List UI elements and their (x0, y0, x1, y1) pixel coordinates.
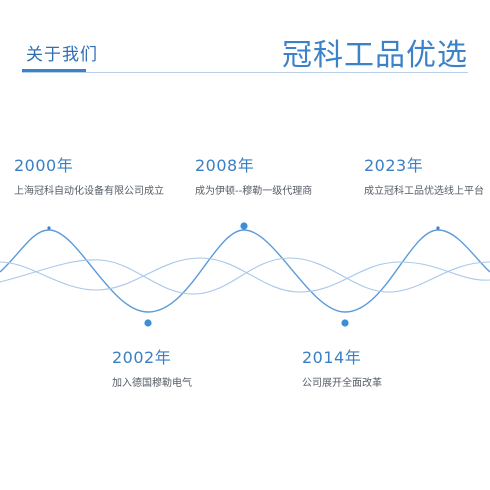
milestone-2000: 2000年 上海冠科自动化设备有限公司成立 (14, 156, 164, 197)
timeline-dot-2014 (341, 319, 349, 327)
milestone-2014: 2014年 公司展开全面改革 (302, 348, 382, 389)
milestone-desc: 上海冠科自动化设备有限公司成立 (14, 186, 164, 197)
milestone-year: 2002年 (112, 348, 172, 367)
milestone-desc: 成立冠科工品优选线上平台 (364, 186, 484, 197)
milestone-desc: 加入德国穆勒电气 (112, 378, 192, 389)
timeline-dot-2000 (47, 226, 51, 230)
milestone-year: 2014年 (302, 348, 362, 367)
wave-main (0, 229, 490, 313)
milestone-desc: 公司展开全面改革 (302, 378, 382, 389)
header-divider (22, 72, 468, 73)
milestone-desc: 成为伊顿--穆勒一级代理商 (195, 186, 313, 197)
milestone-year: 2008年 (195, 156, 255, 175)
header-accent-bar (22, 69, 86, 72)
milestone-2008: 2008年 成为伊顿--穆勒一级代理商 (195, 156, 312, 197)
wave-light-1 (0, 257, 490, 295)
section-title: 关于我们 (26, 45, 98, 65)
milestone-year: 2023年 (364, 156, 424, 175)
brand-title: 冠科工品优选 (282, 38, 468, 73)
milestone-year: 2000年 (14, 156, 74, 175)
timeline-dot-2023 (436, 226, 440, 230)
wave-light-2 (0, 257, 490, 293)
milestone-2002: 2002年 加入德国穆勒电气 (112, 348, 192, 389)
milestone-2023: 2023年 成立冠科工品优选线上平台 (364, 156, 484, 197)
timeline-dot-2002 (144, 319, 152, 327)
timeline-dot-2008 (240, 222, 248, 230)
